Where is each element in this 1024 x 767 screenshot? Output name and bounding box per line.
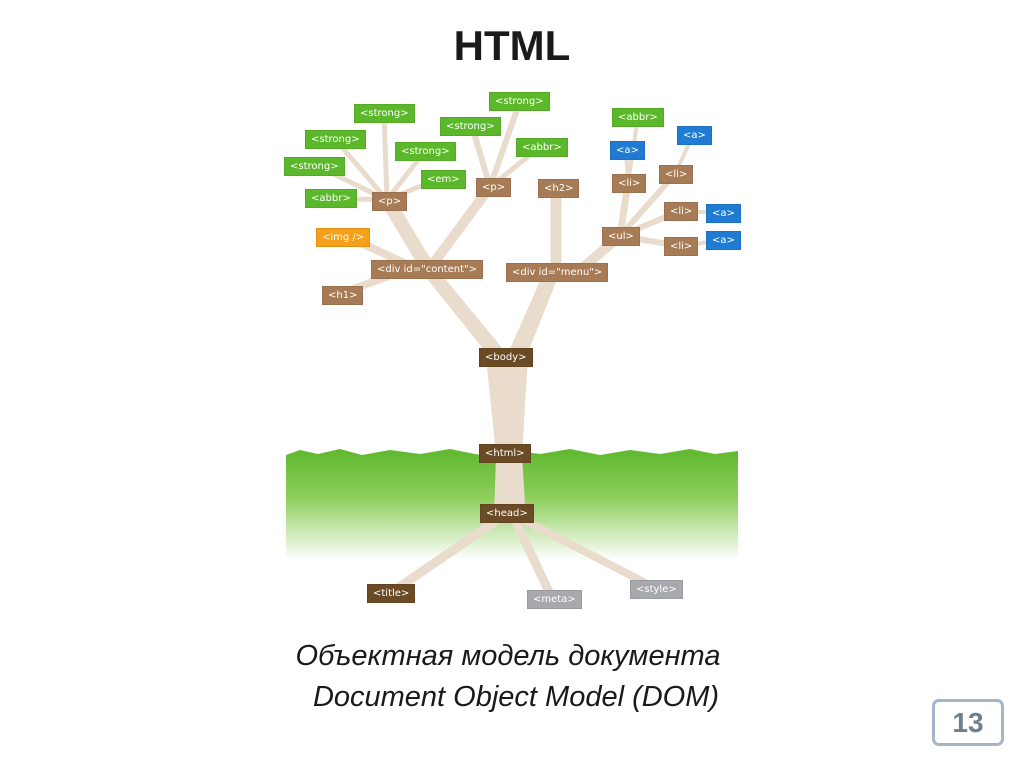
tree-roots <box>387 513 659 603</box>
tag-a: <a> <box>706 231 741 250</box>
tag-img: <img /> <box>316 228 371 247</box>
tag-abbr: <abbr> <box>612 108 664 127</box>
tag-a: <a> <box>610 141 645 160</box>
slide-number: 13 <box>932 699 1004 746</box>
tag-head: <head> <box>480 504 534 523</box>
caption-english: Document Object Model (DOM) <box>312 681 720 713</box>
tag-div-content: <div id="content"> <box>371 260 483 279</box>
tag-html: <html> <box>479 444 531 463</box>
tag-li: <li> <box>664 237 699 256</box>
tag-strong: <strong> <box>489 92 550 111</box>
tag-ul: <ul> <box>602 227 640 246</box>
tag-div-menu: <div id="menu"> <box>506 263 609 282</box>
tag-style: <style> <box>630 580 683 599</box>
tag-abbr: <abbr> <box>516 138 568 157</box>
tag-abbr: <abbr> <box>305 189 357 208</box>
tag-h1: <h1> <box>322 286 364 305</box>
caption-russian: Объектная модель документа <box>295 640 721 672</box>
tag-li: <li> <box>612 174 647 193</box>
tag-a: <a> <box>706 204 741 223</box>
tag-body: <body> <box>479 348 533 367</box>
tag-strong: <strong> <box>395 142 456 161</box>
tag-strong: <strong> <box>284 157 345 176</box>
tag-strong: <strong> <box>354 104 415 123</box>
tag-strong: <strong> <box>440 117 501 136</box>
tag-title: <title> <box>367 584 416 603</box>
tag-li: <li> <box>664 202 699 221</box>
tag-em: <em> <box>421 170 466 189</box>
tag-meta: <meta> <box>527 590 582 609</box>
tag-p: <p> <box>372 192 408 211</box>
tag-a: <a> <box>677 126 712 145</box>
tag-p: <p> <box>476 178 512 197</box>
tag-strong: <strong> <box>305 130 366 149</box>
tag-h2: <h2> <box>538 179 580 198</box>
tag-li: <li> <box>659 165 694 184</box>
tree-branches <box>420 270 560 520</box>
slide-title: HTML <box>453 22 571 69</box>
